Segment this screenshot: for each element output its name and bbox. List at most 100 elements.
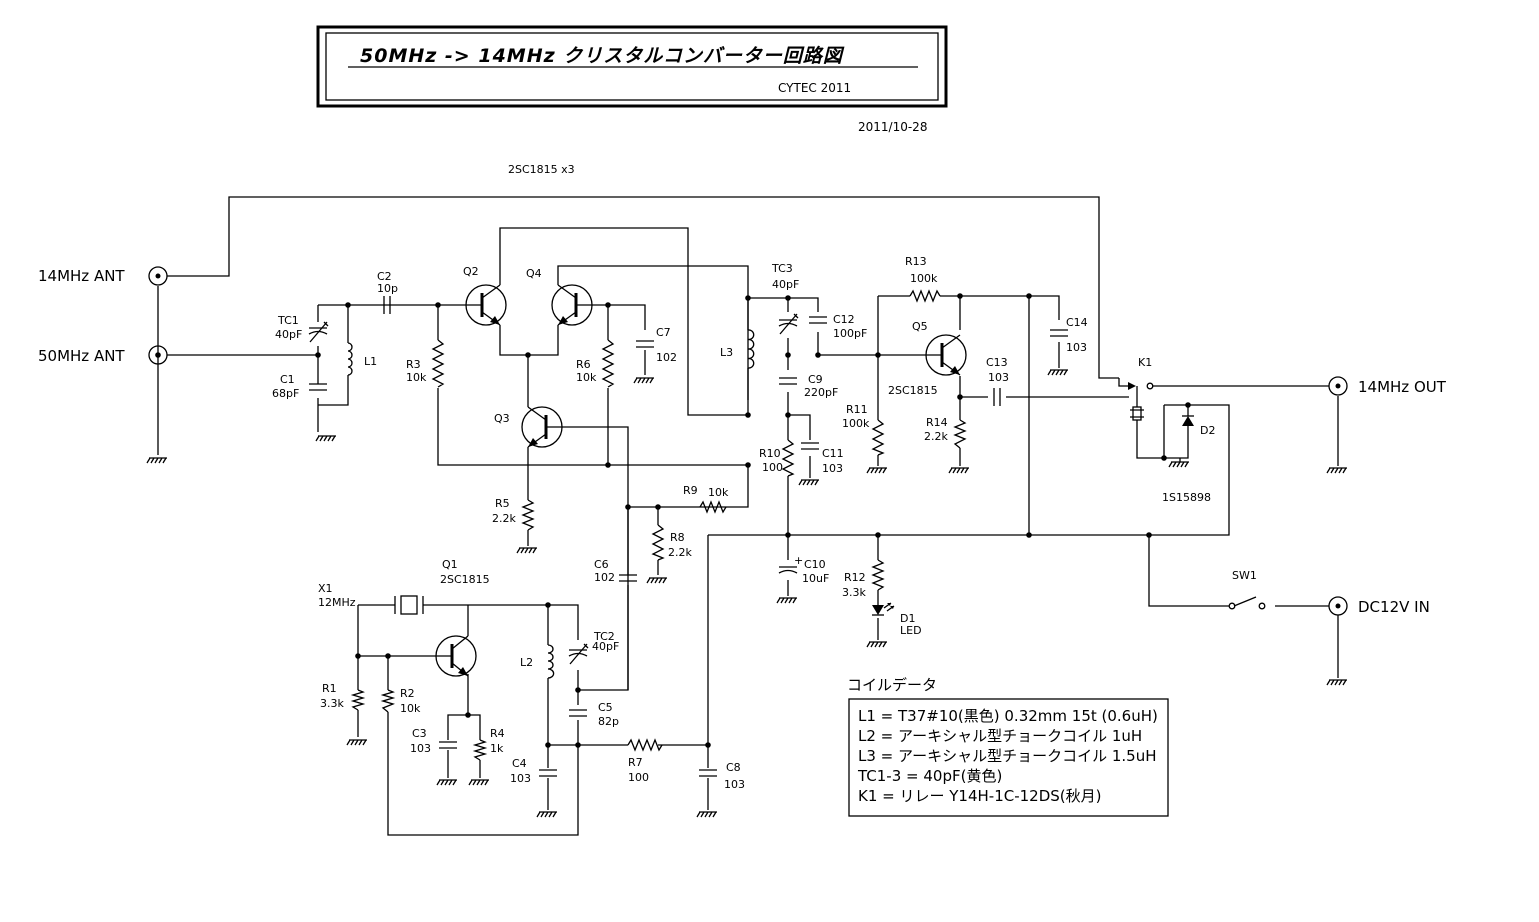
label-dc12: DC12V IN (1358, 598, 1430, 616)
value-R8: 2.2k (668, 546, 692, 559)
label-R2: R2 (400, 687, 415, 700)
value-R3: 10k (406, 371, 427, 384)
label-D1: D1 (900, 612, 915, 625)
jack-dc12v-in (1328, 596, 1348, 616)
label-L1: L1 (364, 355, 377, 368)
capacitor-C4 (539, 769, 557, 777)
resistor-R9 (699, 500, 727, 514)
label-C4: C4 (512, 757, 527, 770)
resistor-R1 (350, 689, 366, 711)
label-R6: R6 (576, 358, 591, 371)
value-R14: 2.2k (924, 430, 948, 443)
diode-D2 (1182, 415, 1194, 426)
value-C1: 68pF (272, 387, 299, 400)
label-R12: R12 (844, 571, 866, 584)
value-C8: 103 (724, 778, 745, 791)
value-R1: 3.3k (320, 697, 344, 710)
value-R11: 100k (842, 417, 870, 430)
trimmer-TC1 (308, 321, 329, 343)
resistor-R11 (871, 419, 885, 456)
capacitor-C12 (809, 316, 827, 324)
label-Q3: Q3 (494, 412, 510, 425)
label-C7: C7 (656, 326, 671, 339)
capacitor-C8 (699, 769, 717, 777)
capacitor-C2 (383, 296, 391, 314)
value-C5: 82p (598, 715, 619, 728)
capacitor-C14 (1050, 329, 1068, 337)
resistor-R14 (953, 419, 967, 449)
value-TC2: 40pF (592, 640, 619, 653)
trimmer-TC2 (568, 643, 589, 665)
label-R13: R13 (905, 255, 927, 268)
label-TC1: TC1 (277, 314, 299, 327)
value-Q5: 2SC1815 (888, 384, 938, 397)
capacitor-C3 (439, 741, 457, 749)
value-C13: 103 (988, 371, 1009, 384)
title-author: CYTEC 2011 (778, 81, 851, 95)
wires (157, 196, 1339, 836)
resistor-R10 (781, 439, 795, 477)
label-C5: C5 (598, 701, 613, 714)
value-C6: 102 (594, 571, 615, 584)
title-block: 50MHz -> 14MHz クリスタルコンバーター回路図 CYTEC 2011 (316, 25, 948, 108)
switch-SW1 (1228, 596, 1266, 610)
coil-data-heading: コイルデータ (847, 676, 937, 694)
value-Q1: 2SC1815 (440, 573, 490, 586)
value-C9: 220pF (804, 386, 838, 399)
relay-K1 (1118, 378, 1154, 421)
resistor-R4 (472, 739, 488, 761)
label-C6: C6 (594, 558, 609, 571)
label-out14: 14MHz OUT (1358, 378, 1447, 396)
label-C8: C8 (726, 761, 741, 774)
inductor-L3 (747, 329, 755, 369)
label-C12: C12 (833, 313, 855, 326)
value-C3: 103 (410, 742, 431, 755)
label-K1: K1 (1138, 356, 1152, 369)
label-C14: C14 (1066, 316, 1088, 329)
capacitor-C7 (636, 340, 654, 348)
label-C10: C10 (804, 558, 826, 571)
value-C10: 10uF (802, 572, 829, 585)
label-D2: D2 (1200, 424, 1215, 437)
resistor-R3 (431, 339, 445, 388)
label-R11: R11 (846, 403, 868, 416)
title-main: 50MHz -> 14MHz クリスタルコンバーター回路図 (360, 45, 845, 67)
value-R9: 10k (708, 486, 729, 499)
label-C1: C1 (280, 373, 295, 386)
value-R12: 3.3k (842, 586, 866, 599)
label-R3: R3 (406, 358, 421, 371)
value-D2: 1S15898 (1162, 491, 1211, 504)
coil-data-line-4: TC1-3 = 40pF(黄色) (857, 767, 1002, 785)
value-X1: 12MHz (318, 596, 356, 609)
value-R5: 2.2k (492, 512, 516, 525)
label-Q5: Q5 (912, 320, 928, 333)
transistor-note: 2SC1815 x3 (508, 163, 575, 176)
resistor-R6 (601, 339, 615, 388)
capacitor-C6 (619, 574, 637, 582)
label-R8: R8 (670, 531, 685, 544)
capacitor-C10: + (778, 554, 803, 574)
capacitor-C5 (569, 709, 587, 717)
crystal-X1 (394, 595, 424, 615)
title-date: 2011/10-28 (858, 120, 927, 134)
label-C3: C3 (412, 727, 427, 740)
label-R1: R1 (322, 682, 337, 695)
label-L3: L3 (720, 346, 733, 359)
label-L2: L2 (520, 656, 533, 669)
label-ant50: 50MHz ANT (38, 347, 125, 365)
jack-14mhz-out (1328, 376, 1348, 396)
value-D1: LED (900, 624, 922, 637)
value-R13: 100k (910, 272, 938, 285)
value-R10: 100 (762, 461, 783, 474)
label-R5: R5 (495, 497, 510, 510)
value-R6: 10k (576, 371, 597, 384)
resistor-R7 (627, 738, 663, 752)
jack-14mhz-ant (148, 266, 168, 286)
resistor-R12 (871, 559, 885, 591)
label-C9: C9 (808, 373, 823, 386)
label-TC2: TC2 (593, 630, 615, 643)
svg-text:+: + (794, 554, 803, 567)
capacitor-C11 (801, 442, 819, 450)
resistor-R2 (380, 689, 396, 713)
value-C12: 100pF (833, 327, 867, 340)
